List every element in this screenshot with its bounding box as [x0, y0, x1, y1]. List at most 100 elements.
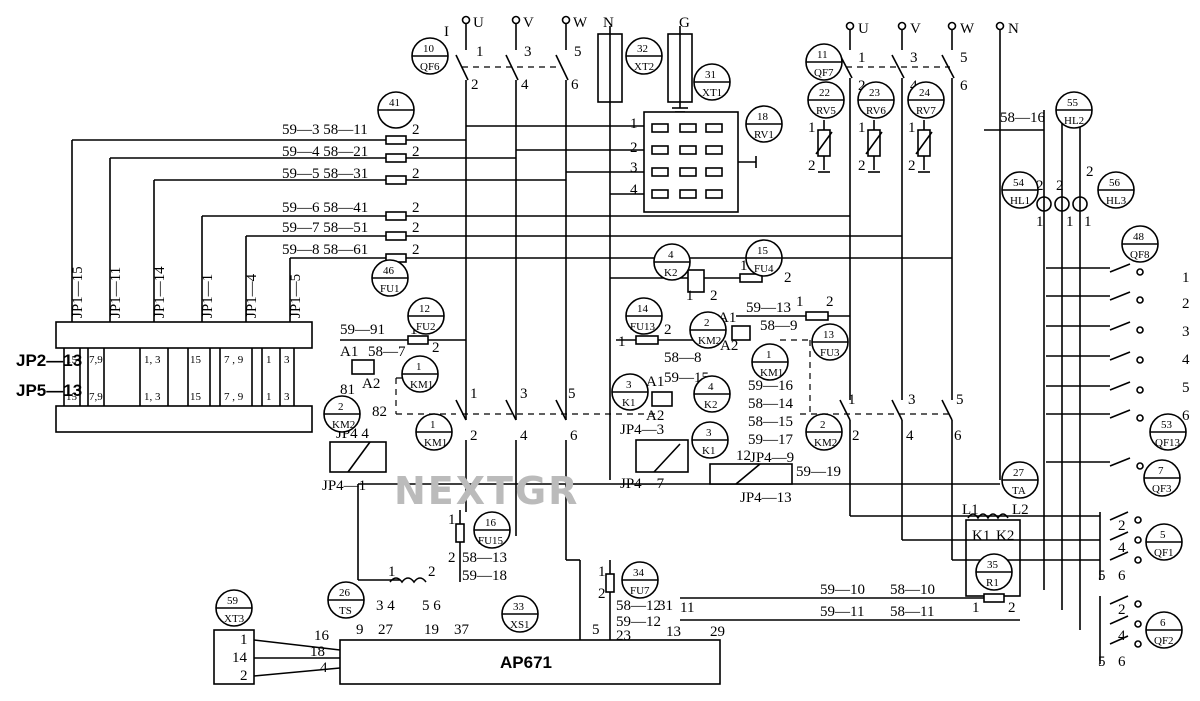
- svg-text:2: 2: [710, 288, 718, 304]
- svg-text:7,9: 7,9: [89, 354, 103, 366]
- svg-text:3: 3: [910, 50, 918, 66]
- svg-text:82: 82: [372, 404, 387, 420]
- svg-text:HL3: HL3: [1106, 195, 1127, 207]
- svg-text:1: 1: [1066, 214, 1074, 230]
- terminal-strips: [597, 26, 693, 480]
- svg-text:2: 2: [852, 428, 860, 444]
- svg-text:1: 1: [470, 386, 478, 402]
- svg-text:59—13: 59—13: [746, 300, 791, 316]
- svg-text:58—7: 58—7: [368, 344, 406, 360]
- svg-text:37: 37: [454, 622, 470, 638]
- svg-text:1: 1: [808, 120, 816, 136]
- svg-text:22: 22: [819, 87, 830, 99]
- svg-text:7 , 9: 7 , 9: [224, 354, 244, 366]
- badge-k2-a: 4K2: [653, 243, 691, 281]
- svg-text:1, 3: 1, 3: [144, 391, 161, 403]
- svg-text:KM2: KM2: [698, 335, 721, 347]
- svg-text:58—8: 58—8: [664, 350, 702, 366]
- svg-text:2: 2: [240, 668, 248, 684]
- svg-text:1: 1: [430, 419, 436, 431]
- svg-text:3: 3: [626, 379, 632, 391]
- svg-text:KM2: KM2: [332, 419, 355, 431]
- svg-text:14: 14: [232, 650, 248, 666]
- svg-text:3: 3: [630, 160, 638, 176]
- svg-text:TS: TS: [339, 605, 352, 617]
- svg-text:2: 2: [858, 78, 866, 94]
- svg-text:3: 3: [908, 392, 916, 408]
- svg-text:58—14: 58—14: [748, 396, 794, 412]
- terminal-v-label: V: [523, 15, 534, 31]
- svg-text:7,9: 7,9: [89, 391, 103, 403]
- svg-text:18: 18: [310, 644, 325, 660]
- svg-text:5 6: 5 6: [422, 598, 441, 614]
- svg-text:1: 1: [740, 258, 748, 274]
- svg-text:K1: K1: [972, 528, 990, 544]
- svg-text:23: 23: [869, 87, 881, 99]
- svg-text:FU1: FU1: [380, 283, 400, 295]
- svg-text:JP4—3: JP4—3: [620, 422, 664, 438]
- svg-text:59—17: 59—17: [748, 432, 794, 448]
- svg-text:2: 2: [412, 200, 420, 216]
- svg-text:1: 1: [240, 632, 248, 648]
- jp1-labels: JP1—15 JP1—11 JP1—14 JP1—1 JP1—4 JP1—5: [70, 266, 304, 318]
- svg-text:15: 15: [190, 391, 202, 403]
- svg-text:JP4—1: JP4—1: [322, 478, 366, 494]
- svg-text:KM2: KM2: [814, 437, 837, 449]
- svg-text:2: 2: [908, 158, 916, 174]
- svg-text:1: 1: [448, 512, 456, 528]
- badge-k1-a: 3K1: [611, 373, 649, 411]
- svg-text:27: 27: [1013, 467, 1025, 479]
- svg-text:U: U: [858, 21, 869, 37]
- svg-text:FU7: FU7: [630, 585, 650, 597]
- svg-text:RV7: RV7: [916, 105, 936, 117]
- svg-text:4: 4: [708, 381, 714, 393]
- svg-text:XT1: XT1: [702, 87, 722, 99]
- svg-text:V: V: [910, 21, 921, 37]
- svg-text:K2: K2: [704, 399, 717, 411]
- svg-text:34: 34: [633, 567, 645, 579]
- svg-text:2: 2: [412, 220, 420, 236]
- svg-text:5: 5: [1160, 529, 1166, 541]
- svg-text:59—10: 59—10: [820, 582, 865, 598]
- svg-text:2: 2: [471, 77, 479, 93]
- svg-text:1: 1: [766, 349, 772, 361]
- svg-text:FU2: FU2: [416, 321, 436, 333]
- svg-text:54: 54: [1013, 177, 1025, 189]
- svg-text:6: 6: [954, 428, 962, 444]
- svg-text:5: 5: [1098, 654, 1106, 670]
- svg-text:2: 2: [432, 340, 440, 356]
- svg-text:1: 1: [266, 391, 272, 403]
- terminal-u-label: U: [473, 15, 484, 31]
- svg-text:2: 2: [1182, 296, 1190, 312]
- svg-text:2: 2: [1008, 600, 1016, 616]
- svg-text:2: 2: [338, 401, 344, 413]
- svg-text:HL1: HL1: [1010, 195, 1030, 207]
- svg-text:A1: A1: [646, 374, 664, 390]
- svg-text:59—6 58—41: 59—6 58—41: [282, 200, 368, 216]
- svg-text:4: 4: [521, 77, 529, 93]
- svg-text:1: 1: [388, 564, 396, 580]
- terminal-w-label: W: [573, 15, 588, 31]
- svg-text:24: 24: [919, 87, 931, 99]
- terminal-n-label: N: [603, 15, 614, 31]
- svg-text:QF1: QF1: [1154, 547, 1174, 559]
- svg-text:XT3: XT3: [224, 613, 245, 625]
- svg-text:1: 1: [686, 288, 694, 304]
- svg-text:29: 29: [710, 624, 725, 640]
- svg-text:12: 12: [419, 303, 430, 315]
- svg-text:K1: K1: [622, 397, 635, 409]
- svg-text:1: 1: [908, 120, 916, 136]
- svg-text:1, 3: 1, 3: [144, 354, 161, 366]
